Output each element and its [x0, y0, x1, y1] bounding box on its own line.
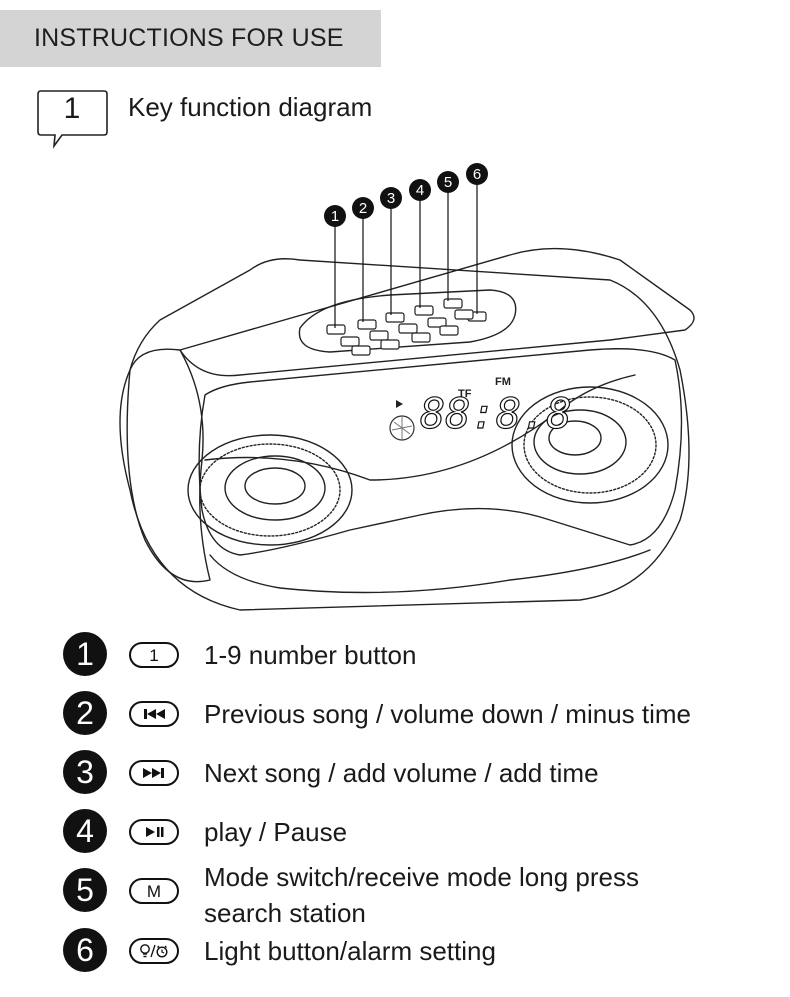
top-button: [414, 305, 434, 316]
callout-3: [380, 187, 402, 209]
display-play-icon: [396, 400, 403, 408]
legend-label: Next song / add volume / add time: [204, 758, 599, 788]
legend-number: 3: [63, 750, 107, 794]
legend-number: 5: [63, 868, 107, 912]
callout-4: [409, 179, 431, 201]
speech-bubble-icon: [37, 90, 108, 149]
callout-label-5: 5: [444, 174, 452, 191]
display-digits: 88:8.8: [420, 389, 572, 438]
top-button: [411, 332, 431, 343]
light-alarm-icon: [129, 938, 179, 964]
legend-row-6: 6 Light button/alarm setting: [0, 928, 790, 978]
legend-number: 2: [63, 691, 107, 735]
legend-label: Previous song / volume down / minus time: [204, 699, 691, 729]
display-fm: FM: [495, 376, 511, 388]
legend-row-5: 5 M Mode switch/receive mode long press …: [0, 862, 790, 928]
page-title: INSTRUCTIONS FOR USE: [34, 24, 344, 52]
callout-label-6: 6: [473, 166, 481, 183]
top-button: [326, 324, 346, 335]
legend-label-continued: search station: [204, 898, 366, 928]
speaker-top-surface: [179, 247, 695, 377]
callout-markers: [324, 163, 488, 227]
number-one-icon: 1: [129, 642, 179, 668]
legend-row-4: 4 play / Pause: [0, 809, 790, 859]
callout-6: [466, 163, 488, 185]
top-button: [351, 345, 371, 356]
top-button: [443, 298, 463, 309]
speaker-body-outline: [119, 258, 690, 611]
legend-row-1: 1 1 1-9 number button: [0, 632, 790, 682]
callout-2: [352, 197, 374, 219]
top-button: [340, 336, 360, 347]
legend-row-3: 3 Next song / add volume / add time: [0, 750, 790, 800]
top-button: [357, 319, 377, 330]
callout-label-4: 4: [416, 182, 424, 199]
top-button: [454, 309, 474, 320]
callout-5: [437, 171, 459, 193]
top-button: [380, 339, 400, 350]
section-title: Key function diagram: [128, 92, 373, 122]
callout-1: [324, 205, 346, 227]
legend-number: 1: [63, 632, 107, 676]
legend-number: 6: [63, 928, 107, 972]
top-button: [385, 312, 405, 323]
top-button: [439, 325, 459, 336]
lcd-display: TF FM 88:8.8: [389, 376, 572, 441]
next-track-icon: [129, 760, 179, 786]
legend-label: Light button/alarm setting: [204, 936, 496, 966]
callout-label-2: 2: [359, 200, 367, 217]
header-bar: INSTRUCTIONS FOR USE: [0, 10, 381, 67]
speaker-diagram: 1 2 3 4 5 6 TF FM 88:8.8: [119, 163, 695, 611]
legend-label: play / Pause: [204, 817, 348, 847]
play-pause-icon: [129, 819, 179, 845]
section-number: 1: [63, 92, 81, 125]
display-tf: TF: [458, 388, 472, 400]
callout-label-3: 3: [387, 190, 395, 207]
callout-label-1: 1: [331, 208, 339, 225]
top-button: [427, 317, 447, 328]
top-button: [369, 330, 389, 341]
legend-label: 1-9 number button: [204, 640, 417, 670]
legend-row-2: 2 Previous song / volume down / minus ti…: [0, 691, 790, 741]
legend-number: 4: [63, 809, 107, 853]
legend-label: Mode switch/receive mode long press: [204, 862, 639, 892]
top-button: [398, 323, 418, 334]
mode-icon: M: [129, 878, 179, 904]
top-buttons: [326, 298, 487, 356]
previous-track-icon: [129, 701, 179, 727]
